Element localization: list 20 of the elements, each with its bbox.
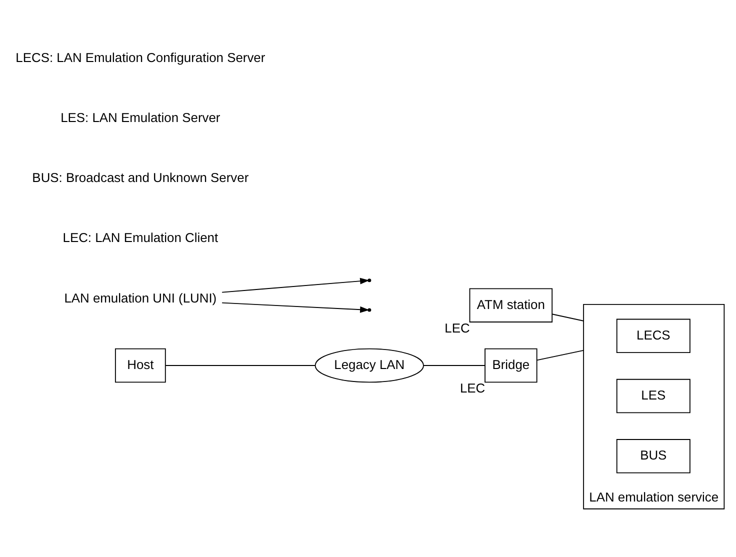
connector xyxy=(165,364,316,366)
node-label: LEC xyxy=(460,380,486,396)
connector xyxy=(552,313,584,321)
node-ellipse: Legacy LAN xyxy=(314,348,424,382)
label: LES: LAN Emulation Server xyxy=(60,109,220,124)
label: BUS: Broadcast and Unknown Server xyxy=(32,170,249,185)
node-box: Host xyxy=(114,348,166,382)
node-text: LAN emulation UNI (LUNI) xyxy=(64,290,217,305)
node-box: LES xyxy=(616,378,690,413)
arrow xyxy=(222,302,370,312)
label: LECS: LAN Emulation Configuration Server xyxy=(16,49,266,64)
connector xyxy=(536,349,584,360)
node-box: Bridge xyxy=(484,348,538,382)
arrow xyxy=(222,277,370,292)
node-label: LEC xyxy=(444,320,470,335)
label: LEC: LAN Emulation Client xyxy=(62,230,218,245)
node-box: ATM station xyxy=(469,288,553,322)
connector xyxy=(423,364,486,366)
node-box: BUS xyxy=(616,438,690,473)
node-box: LECS xyxy=(616,318,690,353)
